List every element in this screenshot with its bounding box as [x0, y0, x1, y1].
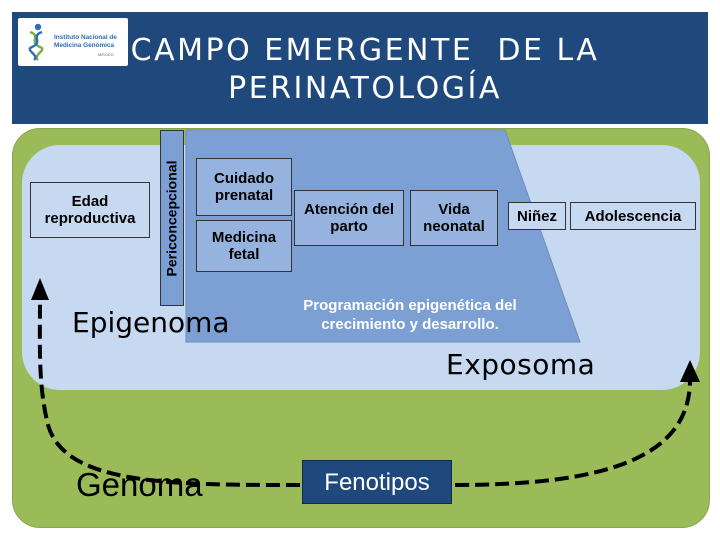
cycle-arrow-right	[454, 379, 692, 487]
adolescencia-box: Adolescencia	[570, 202, 696, 230]
page-title: CAMPO EMERGENTE DE LA PERINATOLOGÍA	[130, 32, 600, 108]
cycle-arrow	[37, 299, 301, 487]
logo-text-line3: MÉXICO	[98, 52, 114, 57]
title-line-1: CAMPO EMERGENTE DE LA	[130, 33, 600, 68]
title-banner	[12, 12, 708, 124]
institute-logo: Instituto Nacional de Medicina Genómica …	[18, 18, 128, 66]
periconcepcional-label: Periconcepcional	[163, 160, 180, 276]
atencion-parto-box: Atención del parto	[294, 190, 404, 246]
dna-figure-icon	[28, 23, 44, 61]
medicina-fetal-box: Medicina fetal	[196, 220, 292, 272]
periconcepcional-box: Periconcepcional	[160, 130, 184, 306]
logo-text-line1: Instituto Nacional de	[54, 34, 117, 41]
exposoma-label: Exposoma	[446, 348, 596, 381]
vida-neonatal-box: Vida neonatal	[410, 190, 498, 246]
edad-reproductiva-box: Edad reproductiva	[30, 182, 150, 238]
title-line-2: PERINATOLOGÍA	[228, 71, 502, 106]
logo-text-line2: Medicina Genómica	[54, 42, 115, 49]
ninez-box: Niñez	[508, 202, 566, 230]
cycle-arrowhead-up	[31, 278, 49, 300]
fenotipos-box: Fenotipos	[302, 460, 452, 504]
epigenoma-label: Epigenoma	[72, 306, 230, 339]
genoma-label: Genoma	[76, 466, 203, 503]
cuidado-prenatal-box: Cuidado prenatal	[196, 158, 292, 216]
programacion-label: Programación epigenética del crecimiento…	[303, 297, 517, 333]
cycle-arrowhead-right	[680, 360, 700, 382]
